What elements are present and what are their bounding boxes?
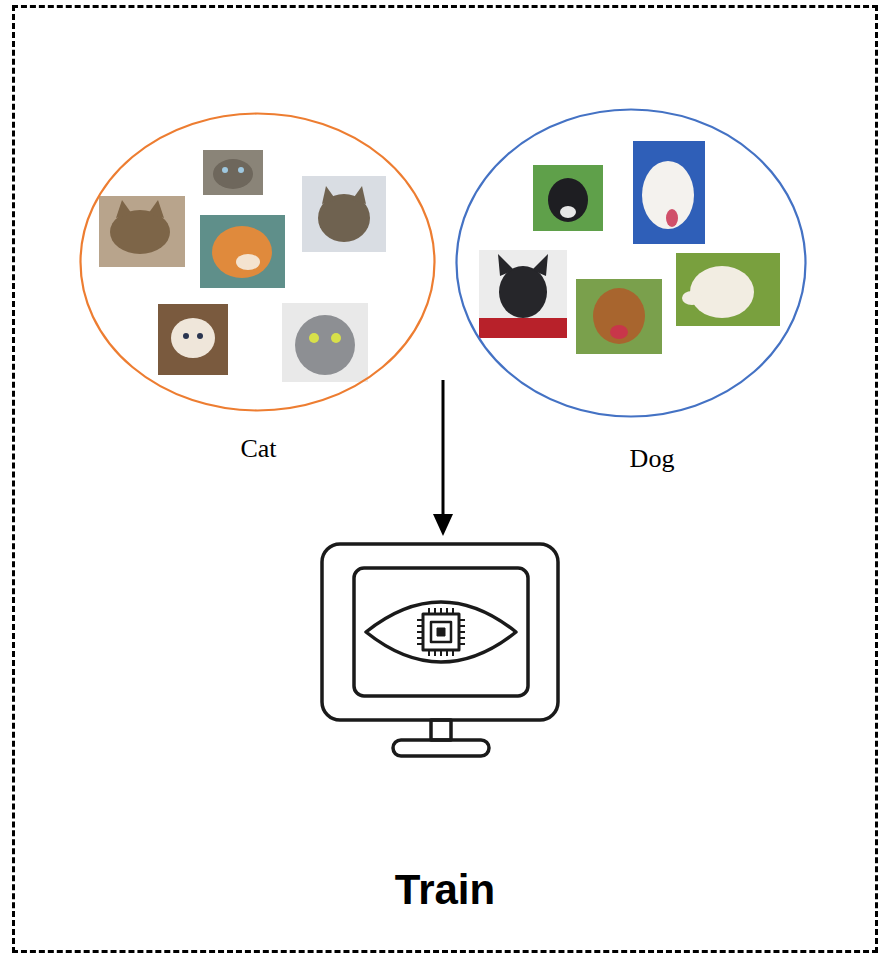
- class-label: Cat: [240, 434, 276, 464]
- class-label: Dog: [630, 444, 675, 474]
- cat-photos: [99, 150, 386, 382]
- train-arrow: [433, 380, 453, 536]
- ellipse-shape: [81, 114, 435, 411]
- dog-photos: [479, 141, 780, 354]
- ellipse-outline: [455, 108, 807, 418]
- dog-class-ellipse: Dog: [455, 108, 807, 418]
- cat-class-ellipse: Cat: [79, 112, 436, 412]
- vision-model-icon: [322, 544, 558, 756]
- ellipse-shape: [457, 110, 806, 417]
- stage-title: Train: [395, 866, 495, 914]
- ellipse-outline: [79, 112, 436, 412]
- train-frame: TrainCatDog: [12, 5, 878, 953]
